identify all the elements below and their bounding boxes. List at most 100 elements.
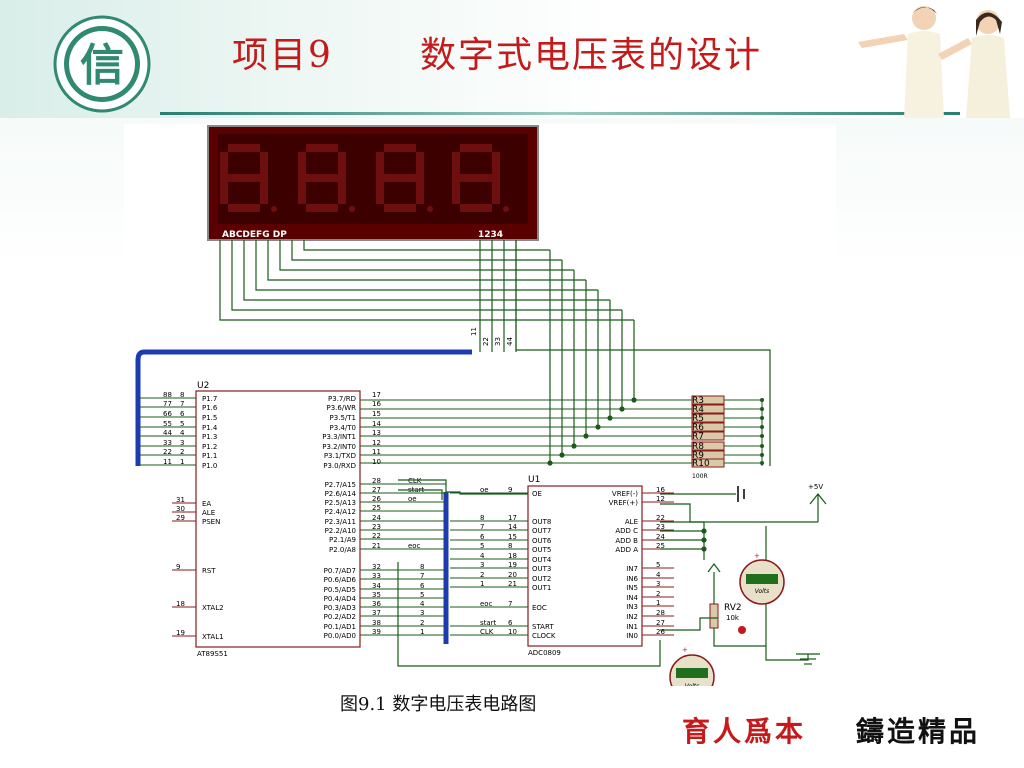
u1-part: ADC0809 (528, 649, 561, 657)
svg-text:ADD B: ADD B (615, 537, 638, 545)
svg-text:P3.4/T0: P3.4/T0 (330, 424, 356, 432)
svg-text:66: 66 (163, 410, 172, 418)
svg-text:19: 19 (176, 629, 185, 637)
svg-text:P1.1: P1.1 (202, 452, 217, 460)
svg-text:ALE: ALE (202, 509, 215, 517)
svg-text:R8: R8 (692, 442, 704, 452)
svg-text:R4: R4 (692, 405, 704, 415)
svg-text:CLOCK: CLOCK (532, 632, 556, 640)
u1-adc: U1 ADC0809 OE9oeOUT8178OUT7147OUT6156OUT… (450, 475, 674, 657)
svg-text:OUT4: OUT4 (532, 556, 552, 564)
svg-text:P0.2/AD2: P0.2/AD2 (324, 613, 356, 621)
svg-text:28: 28 (656, 609, 665, 617)
svg-text:P3.5/T1: P3.5/T1 (330, 414, 356, 422)
resistor-r4: R4 (360, 404, 764, 415)
svg-text:4: 4 (420, 600, 425, 608)
svg-text:2: 2 (180, 448, 184, 456)
supply-label: +5V (808, 483, 823, 491)
svg-text:P3.7/RD: P3.7/RD (328, 395, 356, 403)
voltmeter-bottom: Volts + (669, 646, 715, 686)
svg-text:IN1: IN1 (626, 623, 638, 631)
svg-text:8: 8 (480, 514, 484, 522)
svg-text:21: 21 (372, 542, 381, 550)
svg-text:OUT5: OUT5 (532, 546, 551, 554)
svg-text:IN0: IN0 (626, 632, 638, 640)
svg-text:P0.1/AD1: P0.1/AD1 (324, 623, 356, 631)
svg-text:IN6: IN6 (626, 575, 638, 583)
svg-text:6: 6 (420, 582, 425, 590)
svg-text:P0.7/AD7: P0.7/AD7 (324, 567, 356, 575)
svg-text:18: 18 (508, 552, 517, 560)
svg-text:28: 28 (372, 477, 381, 485)
svg-text:15: 15 (372, 410, 381, 418)
resistor-r8: R8 (360, 441, 764, 452)
svg-text:37: 37 (372, 609, 381, 617)
svg-text:P0.3/AD3: P0.3/AD3 (324, 604, 356, 612)
svg-text:VREF(-): VREF(-) (612, 490, 638, 498)
svg-text:R9: R9 (692, 451, 704, 461)
svg-text:77: 77 (163, 400, 172, 408)
svg-text:17: 17 (508, 514, 517, 522)
svg-text:14: 14 (508, 523, 517, 531)
svg-text:5: 5 (480, 542, 484, 550)
svg-text:P3.1/TXD: P3.1/TXD (324, 452, 356, 460)
svg-text:36: 36 (372, 600, 381, 608)
svg-text:23: 23 (656, 523, 665, 531)
svg-text:31: 31 (176, 496, 185, 504)
svg-text:55: 55 (163, 420, 172, 428)
svg-text:eoc: eoc (408, 542, 421, 550)
svg-text:oe: oe (408, 495, 417, 503)
u2-microcontroller: U2 AT89S51 P1.7888P1.6777P1.5666P1.4555P… (140, 381, 446, 658)
svg-text:3: 3 (420, 609, 424, 617)
circuit-diagram: ABCDEFG DP 1234 11 22 33 44 U2 AT89S51 P… (124, 124, 836, 686)
digit-4 (452, 144, 509, 212)
svg-text:33: 33 (163, 439, 172, 447)
slogan-left: 育人爲本 (682, 715, 807, 748)
svg-text:24: 24 (372, 514, 381, 522)
resistor-r6: R6 (360, 422, 764, 433)
svg-text:+: + (682, 646, 688, 654)
svg-text:6: 6 (180, 410, 185, 418)
svg-text:P3.3/INT1: P3.3/INT1 (322, 433, 356, 441)
svg-text:VREF(+): VREF(+) (609, 499, 639, 507)
resistor-value: 100R (692, 473, 708, 480)
svg-text:P0.6/AD6: P0.6/AD6 (324, 576, 357, 584)
u1-ref: U1 (528, 475, 540, 485)
svg-text:IN3: IN3 (626, 603, 638, 611)
svg-text:1: 1 (420, 628, 424, 636)
svg-text:ALE: ALE (625, 518, 638, 526)
svg-text:P1.2: P1.2 (202, 443, 217, 451)
svg-text:9: 9 (176, 563, 180, 571)
svg-text:4: 4 (656, 571, 661, 579)
svg-text:P2.4/A12: P2.4/A12 (325, 508, 356, 516)
svg-text:22: 22 (163, 448, 172, 456)
svg-text:26: 26 (656, 628, 665, 636)
digit-2 (298, 144, 355, 212)
seven-segment-display: ABCDEFG DP 1234 (207, 125, 539, 241)
svg-text:35: 35 (372, 591, 381, 599)
digit-3 (376, 144, 433, 212)
svg-text:P3.0/RXD: P3.0/RXD (323, 462, 356, 470)
svg-text:P1.4: P1.4 (202, 424, 218, 432)
svg-text:26: 26 (372, 495, 381, 503)
resistor-r5: R5 (360, 413, 764, 424)
svg-text:16: 16 (372, 400, 381, 408)
figure-caption: 图9.1 数字电压表电路图 (340, 694, 537, 715)
svg-text:R6: R6 (692, 423, 704, 433)
voltmeter-top: Volts + (739, 552, 785, 605)
svg-text:7: 7 (420, 572, 424, 580)
svg-text:EOC: EOC (532, 604, 547, 612)
svg-text:OUT3: OUT3 (532, 565, 551, 573)
svg-text:25: 25 (656, 542, 665, 550)
svg-text:2: 2 (656, 590, 660, 598)
svg-text:8: 8 (180, 391, 184, 399)
svg-text:23: 23 (372, 523, 381, 531)
svg-text:OUT6: OUT6 (532, 537, 552, 545)
svg-text:1: 1 (656, 599, 660, 607)
svg-text:13: 13 (372, 429, 381, 437)
svg-text:34: 34 (372, 582, 381, 590)
svg-text:6: 6 (480, 533, 485, 541)
resistor-r3: R3 (360, 395, 764, 406)
display-wires (219, 240, 771, 466)
